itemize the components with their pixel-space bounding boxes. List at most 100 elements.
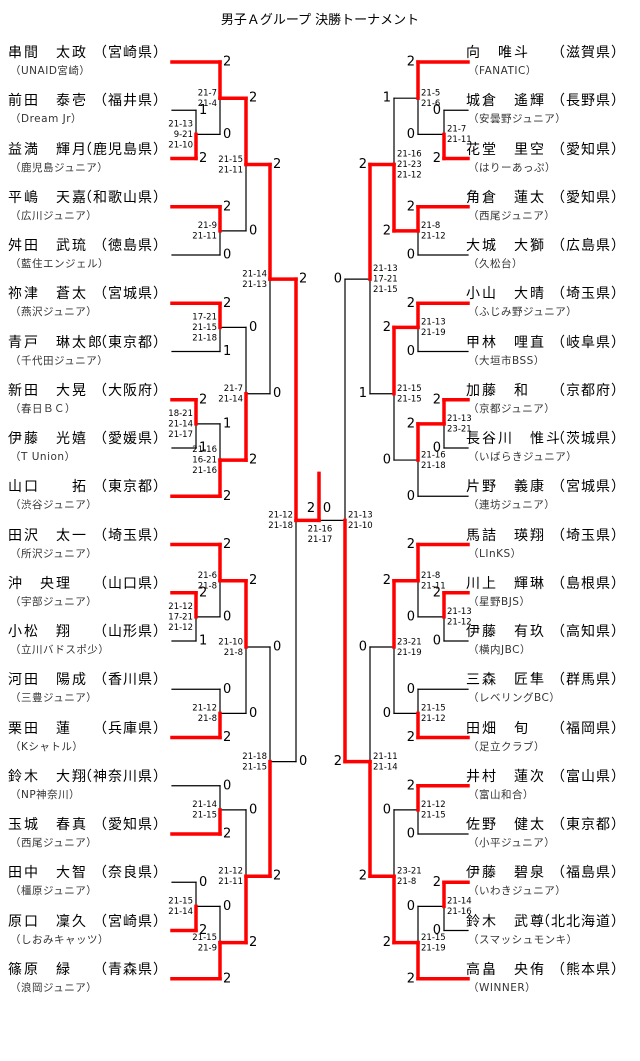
player-prefecture: （山口県） xyxy=(93,575,168,592)
player-name: 向 唯斗 xyxy=(466,45,530,61)
games-won: 2 xyxy=(223,971,231,986)
set-score: 21-13 xyxy=(447,414,472,424)
player-team: （立川バドスポ少） xyxy=(10,644,110,656)
games-won: 0 xyxy=(273,386,281,401)
player-team: （西尾ジュニア） xyxy=(468,209,556,222)
player-entry: 伊藤 有玖（高知県）（横内JBC） xyxy=(466,621,626,657)
set-score: 21-8 xyxy=(421,571,440,581)
player-prefecture: （島根県） xyxy=(551,575,626,592)
games-won: 0 xyxy=(199,875,207,890)
set-score: 21-17 xyxy=(308,535,333,545)
set-score: 21-9 xyxy=(198,943,217,953)
player-prefecture: （東京都） xyxy=(93,479,168,496)
set-score: 21-8 xyxy=(198,581,217,591)
games-won: 0 xyxy=(249,706,257,721)
player-name: 小松 翔 xyxy=(8,624,72,640)
player-entry: 前田 泰壱（福井県）（Dream Jr） xyxy=(8,90,168,126)
set-score: 21-16 xyxy=(192,445,217,455)
player-team: （浪岡ジュニア） xyxy=(10,981,98,994)
games-won: 2 xyxy=(433,392,441,407)
player-team: （LInKS） xyxy=(468,547,522,560)
games-won: 2 xyxy=(223,296,231,311)
player-name: 伊藤 有玖 xyxy=(466,624,546,640)
set-score: 21-15 xyxy=(192,323,217,333)
player-name: 佐野 健太 xyxy=(466,817,546,833)
set-score: 21-14 xyxy=(242,269,267,279)
player-name: 益満 輝月 xyxy=(8,141,88,158)
player-name: 前田 泰壱 xyxy=(8,93,88,110)
games-won: 0 xyxy=(223,248,231,263)
page-title: 男子Ａグループ 決勝トーナメント xyxy=(220,13,420,28)
set-score: 21-10 xyxy=(218,637,243,647)
player-name: 田中 大智 xyxy=(8,865,88,882)
games-won: 2 xyxy=(199,923,207,938)
games-won: 0 xyxy=(223,778,231,793)
games-won: 2 xyxy=(383,223,391,238)
set-score: 16-21 xyxy=(192,456,217,466)
player-name: 山口 拓 xyxy=(8,479,88,496)
player-team: （渋谷ジュニア） xyxy=(10,499,98,512)
games-won: 0 xyxy=(383,706,391,721)
set-score: 21-15 xyxy=(373,285,398,295)
set-score: 21-13 xyxy=(447,607,472,617)
set-score: 21-15 xyxy=(192,933,217,943)
set-score: 17-21 xyxy=(168,612,193,622)
set-score: 21-11 xyxy=(373,752,398,762)
player-entry: 山口 拓 （東京都） （渋谷ジュニア） xyxy=(8,476,168,512)
games-won: 2 xyxy=(433,585,441,600)
set-score: 21-13 xyxy=(421,318,446,328)
player-name: 井村 蓮次 xyxy=(466,768,546,785)
games-won: 0 xyxy=(433,103,441,118)
player-prefecture: （福岡県） xyxy=(551,720,626,737)
set-score: 21-11 xyxy=(421,581,446,591)
set-score: 21-14 xyxy=(168,907,193,917)
player-prefecture: （富山県） xyxy=(551,768,626,785)
set-score: 21-15 xyxy=(421,811,446,821)
set-score: 23-21 xyxy=(397,637,422,647)
set-score: 21-15 xyxy=(192,811,217,821)
player-prefecture: （埼玉県） xyxy=(93,527,168,544)
set-score: 23-21 xyxy=(397,866,422,876)
player-entry: 鈴木 大翔（神奈川県）（NP神奈川） xyxy=(8,766,168,802)
player-team: （西尾ジュニア） xyxy=(10,837,98,849)
set-score: 21-9 xyxy=(198,221,217,231)
set-score: 21-16 xyxy=(308,525,333,535)
games-won: 2 xyxy=(407,971,415,986)
set-score: 21-15 xyxy=(218,155,243,165)
set-score: 21-19 xyxy=(421,328,446,338)
player-name: 篠原 緑 xyxy=(8,961,72,978)
player-team: （横内JBC） xyxy=(468,644,531,656)
games-won: 0 xyxy=(407,127,415,142)
player-entry: 伊藤 碧泉（福島県）（いわきジュニア） xyxy=(466,862,626,898)
player-name: 伊藤 光嬉 xyxy=(8,431,88,447)
set-score: 21-18 xyxy=(192,333,217,343)
games-won: 0 xyxy=(433,923,441,938)
set-score: 21-8 xyxy=(421,221,440,231)
games-won: 2 xyxy=(273,157,281,172)
set-score: 21-7 xyxy=(447,125,466,135)
games-won: 2 xyxy=(383,320,391,335)
player-entry: 玉城 春真（愛知県）（西尾ジュニア） xyxy=(8,814,168,850)
games-won: 1 xyxy=(223,416,231,431)
games-won: 2 xyxy=(199,392,207,407)
player-team: （春日ＢＣ） xyxy=(10,402,76,415)
player-team: （藍住エンジェル） xyxy=(10,258,109,270)
player-team: （しおみキャッツ） xyxy=(10,933,109,946)
set-score: 21-12 xyxy=(447,618,472,628)
set-score: 21-14 xyxy=(168,419,193,429)
player-team: （Kシャトル） xyxy=(10,740,84,753)
set-score: 21-14 xyxy=(447,897,472,907)
player-team: （レベリングBC） xyxy=(468,692,561,705)
games-won: 0 xyxy=(299,754,307,769)
set-score: 21-6 xyxy=(421,99,440,109)
set-score: 21-12 xyxy=(421,800,446,810)
games-won: 0 xyxy=(334,272,342,287)
set-score: 21-16 xyxy=(192,466,217,476)
set-score: 21-11 xyxy=(218,165,243,175)
player-entry: 高畠 央侑（熊本県）（WINNER） xyxy=(466,959,626,995)
player-team: （久松台） xyxy=(468,258,523,270)
set-score: 21-7 xyxy=(198,88,217,98)
player-name: 新田 大晃 xyxy=(8,382,88,399)
games-won: 0 xyxy=(249,320,257,335)
